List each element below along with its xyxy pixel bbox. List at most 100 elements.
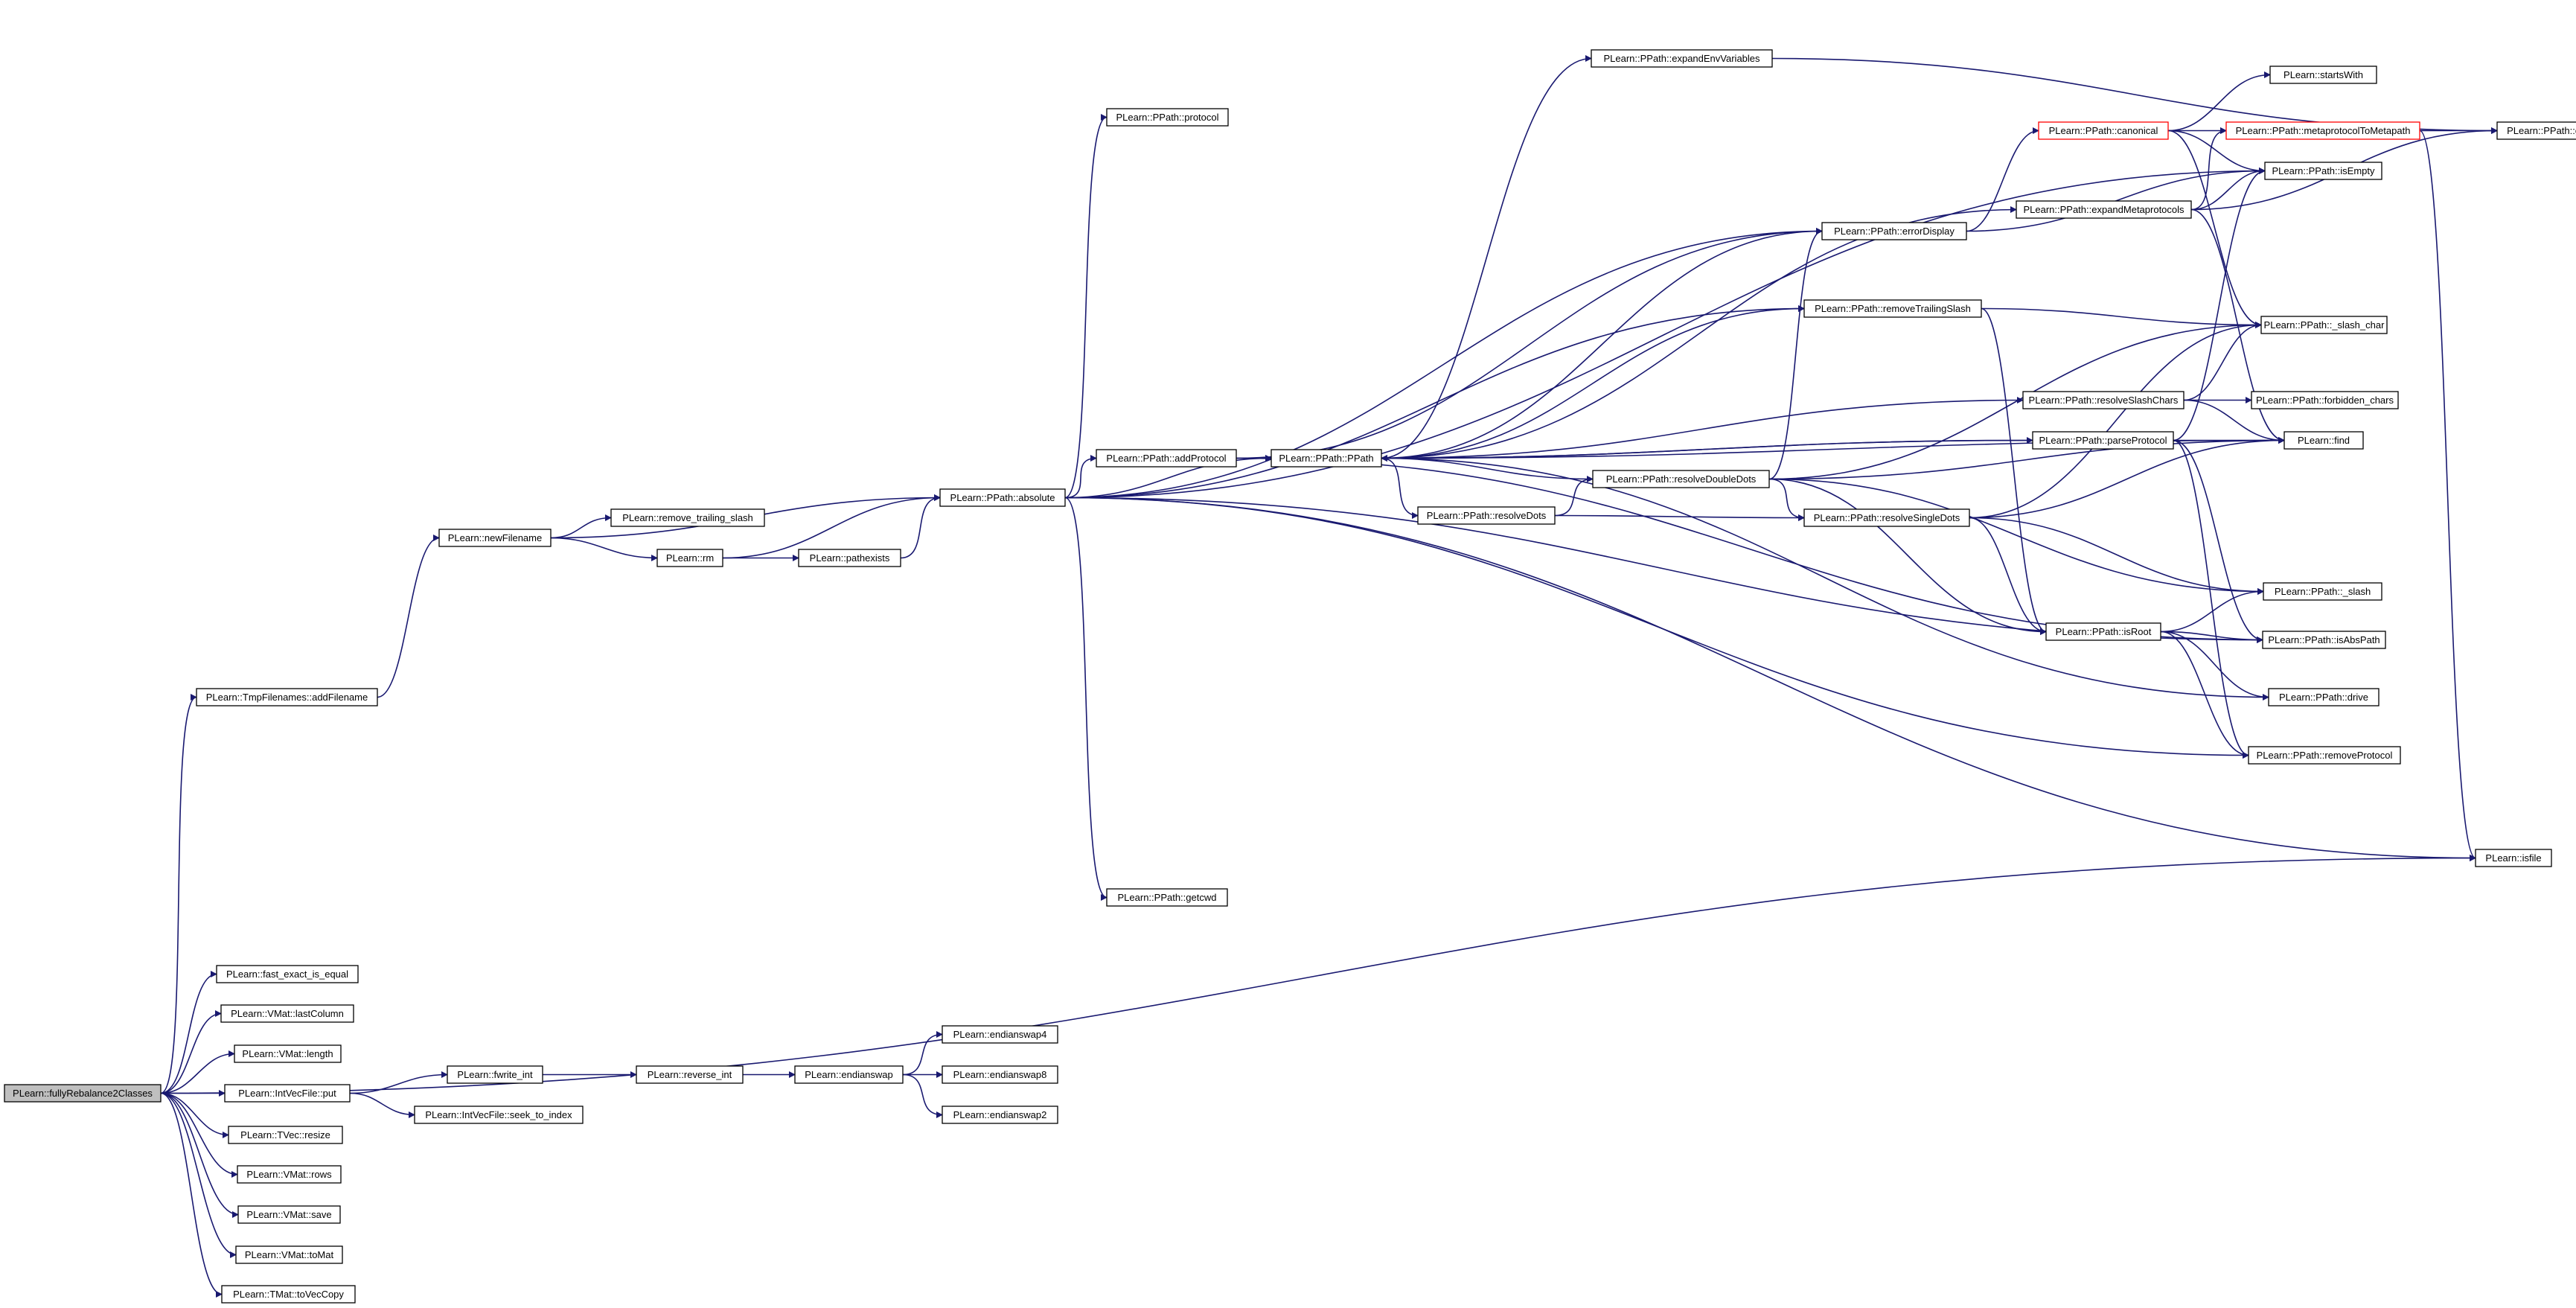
node-vmat_rows[interactable]: PLearn::VMat::rows — [237, 1165, 342, 1184]
node-addProtocol[interactable]: PLearn::PPath::addProtocol — [1096, 449, 1237, 468]
node-label: PLearn::PPath::PPath — [1279, 453, 1373, 464]
node-box — [656, 549, 723, 567]
node-label: PLearn::PPath::getenv — [2507, 125, 2576, 136]
node-metaprotocolToMetapath[interactable]: PLearn::PPath::metaprotocolToMetapath — [2225, 121, 2420, 140]
node-box — [1106, 888, 1228, 907]
node-tmat_toVecCopy[interactable]: PLearn::TMat::toVecCopy — [221, 1285, 356, 1304]
node-isAbsPath[interactable]: PLearn::PPath::isAbsPath — [2262, 631, 2386, 649]
node-box — [942, 1065, 1058, 1084]
node-box — [942, 1025, 1058, 1044]
node-fast_exact_is_equal[interactable]: PLearn::fast_exact_is_equal — [216, 965, 359, 983]
node-drive[interactable]: PLearn::PPath::drive — [2268, 688, 2380, 706]
edge-resolveDoubleDots-to-resolveSingleDots — [1768, 478, 1805, 521]
node-addFilename[interactable]: PLearn::TmpFilenames::addFilename — [196, 688, 378, 706]
node-seek_to_index[interactable]: PLearn::IntVecFile::seek_to_index — [414, 1106, 584, 1124]
node-label: PLearn::endianswap — [805, 1069, 893, 1080]
node-put[interactable]: PLearn::IntVecFile::put — [224, 1084, 351, 1103]
node-box — [2260, 316, 2388, 334]
node-expandMetaprotocols[interactable]: PLearn::PPath::expandMetaprotocols — [2016, 200, 2192, 219]
node-vmat_length[interactable]: PLearn::VMat::length — [234, 1044, 342, 1063]
node-label: PLearn::PPath::expandEnvVariables — [1603, 53, 1760, 64]
node-lastColumn[interactable]: PLearn::VMat::lastColumn — [220, 1004, 354, 1023]
node-box — [2225, 121, 2420, 140]
node-label: PLearn::PPath::isAbsPath — [2268, 634, 2380, 645]
node-canonical[interactable]: PLearn::PPath::canonical — [2038, 121, 2169, 140]
node-root[interactable]: PLearn::fullyRebalance2Classes — [4, 1084, 162, 1103]
node-endianswap[interactable]: PLearn::endianswap — [794, 1065, 904, 1084]
node-label: PLearn::remove_trailing_slash — [622, 512, 753, 523]
edge-PPath-to-resolveDots — [1381, 457, 1419, 519]
edge-root-to-addFilename — [160, 694, 197, 1094]
node-parseProtocol[interactable]: PLearn::PPath::parseProtocol — [2032, 431, 2174, 450]
node-box — [1592, 470, 1770, 488]
node-endianswap2[interactable]: PLearn::endianswap2 — [942, 1106, 1058, 1124]
node-vmat_save[interactable]: PLearn::VMat::save — [237, 1205, 341, 1224]
node-remove_trailing_slash[interactable]: PLearn::remove_trailing_slash — [610, 508, 765, 527]
node-label: PLearn::VMat::save — [246, 1209, 331, 1220]
edge-isRoot-to-slash — [2160, 588, 2264, 633]
node-tvec_resize[interactable]: PLearn::TVec::resize — [228, 1126, 343, 1144]
edge-absolute-to-errorDisplay — [1064, 228, 1823, 499]
node-startsWith[interactable]: PLearn::startsWith — [2269, 66, 2377, 84]
node-slash[interactable]: PLearn::PPath::_slash — [2263, 582, 2382, 601]
node-box — [1271, 449, 1382, 468]
node-box — [220, 1004, 354, 1023]
node-label: PLearn::PPath::resolveDots — [1427, 510, 1547, 521]
node-protocol[interactable]: PLearn::PPath::protocol — [1106, 108, 1229, 127]
node-rm[interactable]: PLearn::rm — [656, 549, 723, 567]
node-box — [216, 965, 359, 983]
node-label: PLearn::PPath::_slash — [2275, 586, 2371, 597]
node-box — [438, 529, 552, 547]
node-vmat_toMat[interactable]: PLearn::VMat::toMat — [235, 1245, 343, 1264]
node-box — [2262, 631, 2386, 649]
node-expandEnvVariables[interactable]: PLearn::PPath::expandEnvVariables — [1591, 49, 1773, 68]
node-PPath[interactable]: PLearn::PPath::PPath — [1271, 449, 1382, 468]
node-label: PLearn::PPath::parseProtocol — [2039, 435, 2167, 446]
edge-absolute-to-removeTrailingSlash — [1064, 305, 1805, 499]
node-endianswap4[interactable]: PLearn::endianswap4 — [942, 1025, 1058, 1044]
node-label: PLearn::TmpFilenames::addFilename — [206, 692, 368, 703]
node-label: PLearn::TMat::toVecCopy — [233, 1289, 344, 1300]
node-box — [235, 1245, 343, 1264]
node-isEmpty[interactable]: PLearn::PPath::isEmpty — [2264, 162, 2382, 180]
node-label: PLearn::PPath::metaprotocolToMetapath — [2236, 125, 2411, 136]
node-resolveSingleDots[interactable]: PLearn::PPath::resolveSingleDots — [1803, 508, 1970, 527]
edge-addFilename-to-newFilename — [377, 535, 440, 698]
node-label: PLearn::PPath::isEmpty — [2272, 165, 2375, 176]
edge-resolveDoubleDots-to-errorDisplay — [1768, 228, 1823, 480]
node-removeTrailingSlash[interactable]: PLearn::PPath::removeTrailingSlash — [1803, 299, 1982, 318]
node-resolveSlashChars[interactable]: PLearn::PPath::resolveSlashChars — [2022, 391, 2185, 409]
node-box — [224, 1084, 351, 1103]
node-find[interactable]: PLearn::find — [2283, 431, 2364, 450]
node-removeProtocol[interactable]: PLearn::PPath::removeProtocol — [2248, 746, 2401, 765]
node-isRoot[interactable]: PLearn::PPath::isRoot — [2045, 622, 2161, 641]
node-errorDisplay[interactable]: PLearn::PPath::errorDisplay — [1821, 222, 1967, 240]
node-absolute[interactable]: PLearn::PPath::absolute — [939, 488, 1066, 507]
node-getcwd[interactable]: PLearn::PPath::getcwd — [1106, 888, 1228, 907]
node-reverse_int[interactable]: PLearn::reverse_int — [636, 1065, 744, 1084]
edge-parseProtocol-to-removeProtocol — [2173, 439, 2249, 759]
node-label: PLearn::reverse_int — [648, 1069, 732, 1080]
node-forbidden_chars[interactable]: PLearn::PPath::forbidden_chars — [2251, 391, 2399, 409]
node-fwrite_int[interactable]: PLearn::fwrite_int — [447, 1065, 543, 1084]
node-box — [1106, 108, 1229, 127]
node-resolveDoubleDots[interactable]: PLearn::PPath::resolveDoubleDots — [1592, 470, 1770, 488]
edge-PPath-to-errorDisplay — [1381, 228, 1823, 459]
edge-resolveSingleDots-to-find — [1969, 437, 2285, 519]
node-isfile[interactable]: PLearn::isfile — [2475, 849, 2552, 867]
edge-PPath-to-expandEnvVariables — [1381, 55, 1592, 459]
node-label: PLearn::PPath::resolveDoubleDots — [1606, 473, 1757, 485]
edge-metaprotocolToMetapath-to-isfile — [2419, 130, 2476, 861]
edge-resolveDoubleDots-to-slash — [1768, 478, 2264, 595]
edge-resolveSingleDots-to-slash_char — [1969, 322, 2262, 519]
node-getenv[interactable]: PLearn::PPath::getenv — [2496, 121, 2576, 140]
node-slash_char[interactable]: PLearn::PPath::_slash_char — [2260, 316, 2388, 334]
node-resolveDots[interactable]: PLearn::PPath::resolveDots — [1417, 506, 1556, 525]
node-endianswap8[interactable]: PLearn::endianswap8 — [942, 1065, 1058, 1084]
node-label: PLearn::PPath::isRoot — [2056, 626, 2152, 637]
node-pathexists[interactable]: PLearn::pathexists — [798, 549, 901, 567]
edge-expandEnvVariables-to-getenv — [1771, 57, 2498, 134]
node-newFilename[interactable]: PLearn::newFilename — [438, 529, 552, 547]
edge-canonical-to-slash_char — [2167, 130, 2262, 328]
edge-pathexists-to-absolute — [900, 494, 941, 559]
